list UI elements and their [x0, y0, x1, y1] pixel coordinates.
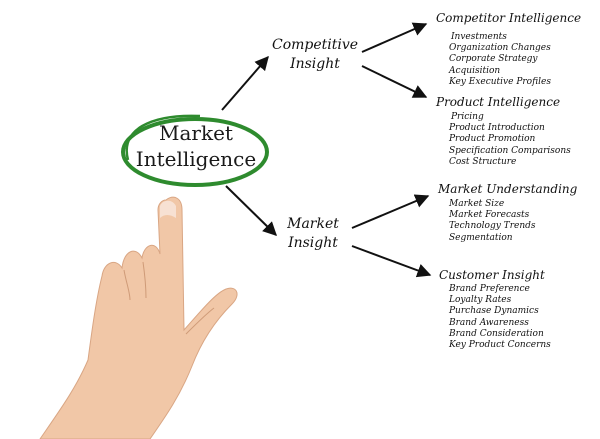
arrow-to-competitor-intelligence: [361, 22, 428, 53]
category-title-product-intelligence: Product Intelligence: [436, 95, 561, 109]
list-item: Market Size: [449, 199, 505, 209]
arrow-to-market-insight: [225, 185, 277, 236]
list-item: Organization Changes: [449, 43, 551, 54]
list-item: Investments: [451, 32, 507, 42]
arrow-to-customer-insight: [351, 245, 432, 278]
list-item: Specification Comparisons: [449, 145, 571, 156]
category-title-market-understanding: Market Understanding: [438, 182, 578, 196]
list-item: Segmentation: [449, 232, 513, 243]
list-item: Acquisition: [449, 65, 501, 76]
arrow-to-product-intelligence: [361, 65, 428, 98]
category-list-product-intelligence: Pricing Product Introduction Product Pro…: [449, 112, 571, 168]
list-item: Brand Consideration: [449, 328, 544, 339]
center-label: Market Intelligence: [122, 120, 270, 172]
arrow-to-competitive: [221, 55, 269, 111]
center-label-line2: Intelligence: [135, 147, 257, 171]
branch-label-market-insight: Market Insight: [287, 216, 339, 251]
center-label-line1: Market: [159, 121, 233, 145]
list-item: Product Promotion: [449, 134, 536, 145]
list-item: Brand Awareness: [449, 317, 529, 328]
list-item: Brand Preference: [449, 284, 530, 294]
category-title-customer-insight: Customer Insight: [439, 268, 545, 282]
arrow-to-market-understanding: [351, 194, 430, 229]
list-item: Corporate Strategy: [449, 54, 538, 65]
pointing-hand-image: [39, 196, 238, 439]
list-item: Technology Trends: [449, 221, 536, 232]
category-list-customer-insight: Brand Preference Loyalty Rates Purchase …: [449, 284, 551, 351]
list-item: Pricing: [451, 112, 484, 122]
list-item: Key Product Concerns: [449, 340, 551, 351]
list-item: Cost Structure: [449, 156, 517, 167]
category-title-competitor-intelligence: Competitor Intelligence: [436, 11, 582, 25]
list-item: Market Forecasts: [449, 210, 530, 221]
category-list-competitor-intelligence: Investments Organization Changes Corpora…: [449, 32, 551, 88]
list-item: Purchase Dynamics: [449, 306, 539, 317]
branch-label-competitive-insight: Competitive Insight: [272, 37, 359, 72]
center-ring: [121, 114, 269, 187]
list-item: Loyalty Rates: [449, 295, 512, 306]
list-item: Product Introduction: [449, 123, 545, 134]
category-list-market-understanding: Market Size Market Forecasts Technology …: [449, 199, 536, 244]
list-item: Key Executive Profiles: [449, 76, 551, 87]
